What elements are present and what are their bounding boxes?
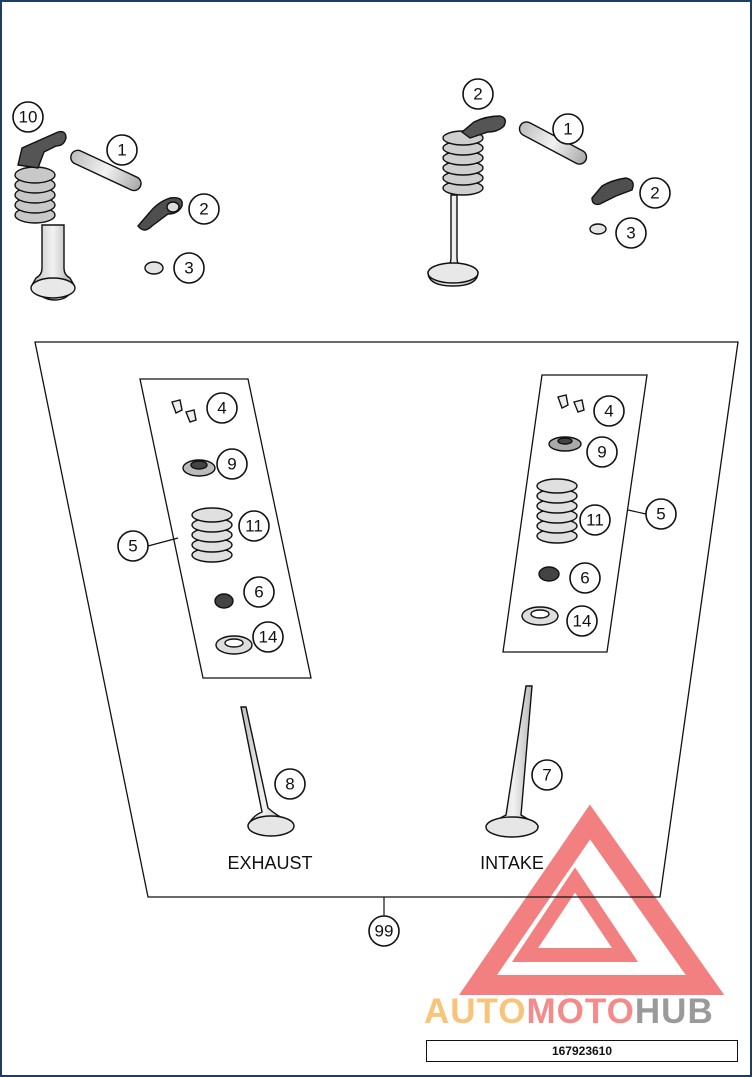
callout-3: 3 xyxy=(615,217,647,249)
callout-14: 14 xyxy=(566,605,598,637)
svg-text:14: 14 xyxy=(573,612,592,631)
watermark-logo xyxy=(458,804,725,995)
callout-2: 2 xyxy=(639,177,671,209)
svg-text:5: 5 xyxy=(128,537,137,556)
callout-3: 3 xyxy=(173,252,205,284)
svg-text:5: 5 xyxy=(656,505,665,524)
svg-text:6: 6 xyxy=(254,583,263,602)
svg-text:7: 7 xyxy=(542,766,551,785)
exhaust-rocker-assembly xyxy=(14,130,183,301)
callout-2: 2 xyxy=(462,78,494,110)
exhaust-kit-panel xyxy=(139,378,312,679)
svg-text:9: 9 xyxy=(227,455,236,474)
kit-outline xyxy=(34,341,739,898)
intake-small-parts xyxy=(521,394,585,626)
svg-text:1: 1 xyxy=(117,141,126,160)
svg-text:2: 2 xyxy=(473,85,482,104)
callout-4: 4 xyxy=(593,395,625,427)
callout-1: 1 xyxy=(106,134,138,166)
svg-text:3: 3 xyxy=(626,224,635,243)
intake-label: INTAKE xyxy=(480,853,544,873)
callout-9: 9 xyxy=(216,448,248,480)
watermark-word-hub: HUB xyxy=(634,992,714,1031)
callout-8: 8 xyxy=(274,768,306,800)
svg-text:9: 9 xyxy=(597,443,606,462)
callout-5: 5 xyxy=(645,498,677,530)
exhaust-label: EXHAUST xyxy=(227,853,312,873)
callout-11: 11 xyxy=(579,504,611,536)
callout-10: 10 xyxy=(12,101,44,133)
svg-text:11: 11 xyxy=(245,517,263,536)
svg-text:14: 14 xyxy=(259,628,278,647)
callout-5: 5 xyxy=(117,530,149,562)
part-number: 167923610 xyxy=(426,1040,738,1062)
callout-2: 2 xyxy=(188,193,220,225)
callout-1: 1 xyxy=(552,113,584,145)
intake-kit-panel xyxy=(502,374,648,653)
svg-text:1: 1 xyxy=(563,120,572,139)
callout-6: 6 xyxy=(243,576,275,608)
svg-text:8: 8 xyxy=(285,775,294,794)
callout-9: 9 xyxy=(586,436,618,468)
svg-text:4: 4 xyxy=(217,399,226,418)
watermark-wordmark: AUTOMOTOHUB xyxy=(424,990,744,1034)
intake-valve xyxy=(485,685,539,838)
svg-text:10: 10 xyxy=(19,108,38,127)
intake-rocker-assembly xyxy=(427,115,634,287)
callout-4: 4 xyxy=(206,392,238,424)
exhaust-small-parts xyxy=(171,399,253,655)
callout-11: 11 xyxy=(238,510,270,542)
svg-text:2: 2 xyxy=(650,184,659,203)
svg-text:99: 99 xyxy=(375,922,394,941)
watermark-word-auto: AUTO xyxy=(424,992,527,1031)
svg-text:3: 3 xyxy=(184,259,193,278)
svg-text:2: 2 xyxy=(199,200,208,219)
watermark-word-moto: MOTO xyxy=(526,992,635,1031)
callout-7: 7 xyxy=(531,759,563,791)
callout-99: 99 xyxy=(368,915,400,947)
callout-14: 14 xyxy=(252,621,284,653)
callout-6: 6 xyxy=(569,562,601,594)
svg-text:4: 4 xyxy=(604,402,613,421)
exhaust-valve xyxy=(240,706,295,837)
svg-text:6: 6 xyxy=(580,569,589,588)
svg-text:11: 11 xyxy=(586,511,604,530)
